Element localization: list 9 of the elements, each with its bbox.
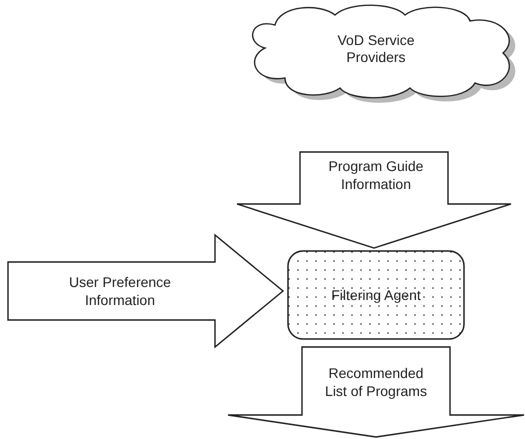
block-arrow (7, 234, 284, 348)
edge-label: Recommended List of Programs (324, 364, 428, 400)
provider-label: VoD Service Providers (336, 32, 416, 66)
edge-label: User Preference Information (68, 273, 172, 309)
edge-label: Program Guide Information (328, 157, 424, 193)
block-arrow (236, 151, 512, 249)
agent-box (287, 250, 465, 340)
block-arrow (227, 346, 525, 438)
agent-label: Filtering Agent (330, 286, 422, 304)
